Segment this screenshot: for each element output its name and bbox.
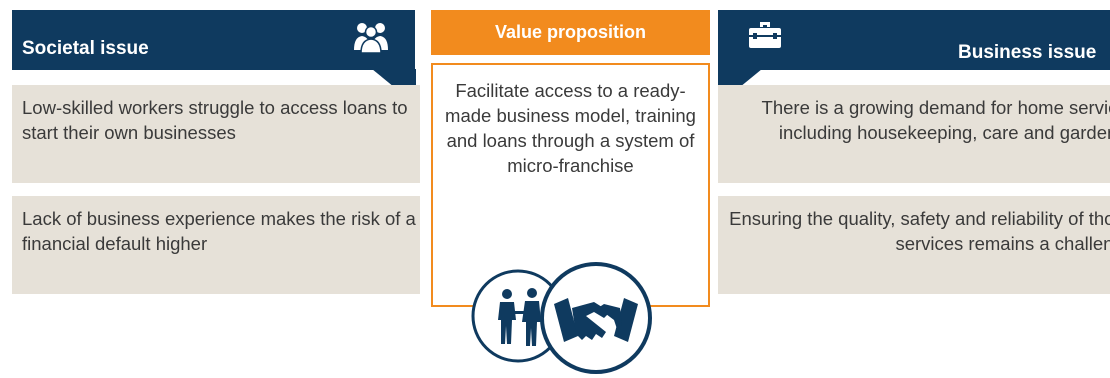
business-issue-title: Business issue <box>958 42 1097 63</box>
briefcase-icon <box>749 22 781 48</box>
business-issue-text-2: Ensuring the quality, safety and reliabi… <box>729 208 1110 254</box>
business-issue-item-2: Ensuring the quality, safety and reliabi… <box>718 196 1110 294</box>
value-proposition-header: Value proposition <box>431 10 710 55</box>
societal-issue-item-1: Low-skilled workers struggle to access l… <box>12 85 420 183</box>
business-issue-header <box>718 10 1110 70</box>
people-icon <box>354 23 388 54</box>
societal-issue-text-1: Low-skilled workers struggle to access l… <box>22 97 408 143</box>
handshake-icon <box>540 262 652 374</box>
value-proposition-text: Facilitate access to a ready-made busine… <box>445 80 696 176</box>
business-people-icon <box>471 269 565 363</box>
value-proposition-box: Facilitate access to a ready-made busine… <box>431 63 710 307</box>
business-issue-item-1: There is a growing demand for home servi… <box>718 85 1110 183</box>
societal-issue-title: Societal issue <box>22 38 149 59</box>
business-issue-text-1: There is a growing demand for home servi… <box>761 97 1110 143</box>
societal-issue-item-2: Lack of business experience makes the ri… <box>12 196 420 294</box>
societal-issue-text-2: Lack of business experience makes the ri… <box>22 208 416 254</box>
societal-issue-header <box>12 10 415 70</box>
